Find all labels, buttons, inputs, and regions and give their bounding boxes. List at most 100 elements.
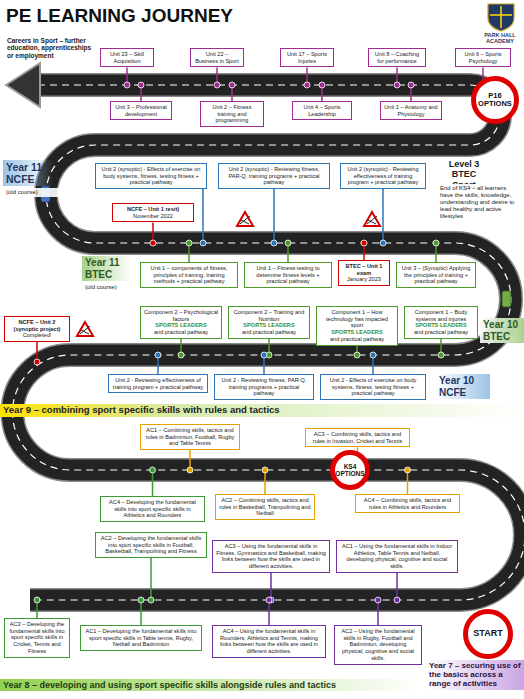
box-text: Unit 6 – Sports Psychology — [459, 51, 507, 64]
box-text: AC2 – Using the fundamental skills in Ru… — [338, 628, 418, 662]
sign-text: P16 OPTIONS — [476, 92, 514, 109]
school-name: PARK HALL ACADEMY — [476, 31, 524, 46]
unit-box: Unit 1 – Fitness testing to determine fi… — [244, 262, 332, 288]
box-text: AC3 – Developing the fundamental skills … — [8, 621, 66, 655]
unit-box: Component 1 – Body systems and injuriesS… — [404, 306, 478, 339]
unit-box: Unit 22 – Business in Sport — [190, 48, 244, 67]
box-text: Component 2 – Training and Nutrition — [232, 309, 306, 322]
unit-box: Unit 1 – Anatomy and Physiology — [380, 101, 442, 120]
road-dot — [266, 597, 272, 603]
box-text: Unit 4 – Sports Leadership — [296, 104, 348, 117]
box-text: Unit 8 – Coaching for performance — [372, 51, 422, 64]
box-text: Component 1 – Body systems and injuries — [408, 309, 474, 322]
road-dot — [150, 467, 156, 473]
stalk-line — [140, 600, 142, 625]
road-dot — [178, 352, 184, 358]
exam-note-box: NCFE – Unit 2 (synoptic project)Complete… — [4, 316, 70, 342]
year-label: Year 11 NCFE — [3, 160, 53, 186]
unit-box: Unit 2 - Effects of exercise on body sys… — [320, 374, 426, 400]
box-text: SPORTS LEADERS — [144, 322, 218, 329]
school-crest — [488, 4, 514, 31]
box-text: SPORTS LEADERS — [408, 322, 474, 329]
box-text: November 2022 — [116, 213, 190, 220]
stalk-line — [377, 600, 379, 625]
box-text: NCFE – Unit 1 resit) — [116, 206, 190, 213]
stop-sign-circle: P16 OPTIONS — [471, 76, 519, 124]
roadwork-figure — [367, 216, 377, 224]
unit-box: AC3 – Using the fundamental skills in Fi… — [212, 540, 330, 573]
road-dot — [394, 597, 400, 603]
road — [6, 63, 524, 600]
box-text: AC1 – Combining skills, tactics and rule… — [144, 427, 236, 447]
unit-box: Unit 2 – Fitness training and programmin… — [200, 101, 264, 127]
course-note: (old course) — [82, 283, 138, 292]
unit-box: Unit 17 – Sports Injuries — [280, 48, 334, 67]
unit-box: AC2 – Using the fundamental skills in Ru… — [334, 625, 422, 665]
box-text: AC1 – Developing the fundamental skills … — [84, 628, 198, 648]
box-text: BTEC – Unit 1 exam — [342, 263, 386, 276]
box-text: AC2 – Combining skills, tactics and rule… — [219, 497, 311, 517]
box-text: and practical pathway — [232, 329, 306, 336]
page-title: PE LEARNING JOURNEY — [6, 5, 233, 27]
year-banner: Year 7 – securing use of the basics acro… — [426, 660, 524, 690]
road-surface — [12, 85, 524, 600]
road-dot — [361, 240, 367, 246]
road-dot — [394, 82, 400, 88]
box-text: AC1 – Using the fundamental skills in In… — [340, 543, 454, 570]
road-dot — [370, 352, 376, 358]
box-text: Unit 1 – Fitness testing to determine fi… — [248, 265, 328, 285]
box-text: Unit 2 (synoptic) - Effects of exercise … — [99, 166, 203, 186]
stalk-line — [268, 600, 270, 625]
box-text: Unit 2 - Reviewing fitness, PAR-Q, train… — [218, 377, 310, 397]
road-dot — [408, 82, 414, 88]
year-label: Year 10 BTEC — [480, 318, 524, 343]
unit-box: AC1 – Developing the fundamental skills … — [80, 625, 202, 651]
roadwork-sign — [364, 212, 380, 226]
unit-box: AC2 – Developing the fundamental skills … — [95, 532, 207, 558]
box-text: Completed! — [8, 332, 66, 339]
stop-sign-circle: KS4 OPTIONS — [330, 450, 370, 490]
unit-box: AC3 – Developing the fundamental skills … — [4, 618, 70, 658]
road-dot — [271, 240, 277, 246]
unit-box: AC4 – Combining skills, tactics and rule… — [355, 494, 460, 513]
unit-box: AC2 – Combining skills, tactics and rule… — [215, 494, 315, 520]
unit-box: Unit 2 (synoptic) - Effects of exercise … — [95, 163, 207, 189]
unit-box: Unit 2 (synoptic) - Reviewing fitness, P… — [218, 163, 330, 189]
unit-box: Unit 2 (synoptic) - Reviewing effectiven… — [340, 163, 426, 189]
box-text: Unit 2 - Effects of exercise on body sys… — [324, 377, 422, 397]
stalk-line — [382, 189, 384, 243]
unit-box: Component 1 – How technology has impacte… — [316, 306, 398, 346]
road-dot — [375, 597, 381, 603]
unit-box: Unit 1 – components of fitness, principl… — [140, 262, 238, 288]
unit-box: AC1 – Combining skills, tactics and rule… — [140, 424, 240, 450]
unit-box: Unit 3 – (Synoptic) Applying the princip… — [396, 262, 476, 288]
box-text: AC3 – Combining skills, tactics and rule… — [309, 431, 406, 444]
road-dot — [214, 82, 220, 88]
roadwork-figure — [80, 326, 90, 334]
year-label: Year 11 BTEC — [82, 256, 132, 281]
road-dot — [34, 359, 40, 365]
box-text: Unit 1 – Anatomy and Physiology — [384, 104, 438, 117]
road-dot — [304, 82, 310, 88]
road-dot — [262, 467, 268, 473]
stalk-line — [202, 189, 204, 243]
road-dot — [155, 352, 161, 358]
road-dot — [186, 240, 192, 246]
stalk-line — [396, 573, 398, 600]
unit-box: AC4 – Developing the fundamental skills … — [100, 496, 205, 522]
road-dot — [354, 352, 360, 358]
stalk-line — [407, 470, 409, 494]
box-text: Unit 17 – Sports Injuries — [284, 51, 330, 64]
road-dot — [285, 240, 291, 246]
box-text: and practical pathway — [408, 329, 474, 336]
road-dot — [34, 597, 40, 603]
course-note: (old course) — [3, 188, 63, 197]
stalks — [34, 67, 486, 625]
road-dot — [200, 240, 206, 246]
road-dot — [433, 240, 439, 246]
unit-box: AC4 – Using the fundamental skills in Ro… — [212, 625, 326, 658]
box-text: Unit 3 – (Synoptic) Applying the princip… — [400, 265, 472, 285]
stalk-line — [270, 573, 272, 600]
sign-text: KS4 OPTIONS — [335, 463, 365, 477]
box-text: Component 2 – Psychological factors — [144, 309, 218, 322]
